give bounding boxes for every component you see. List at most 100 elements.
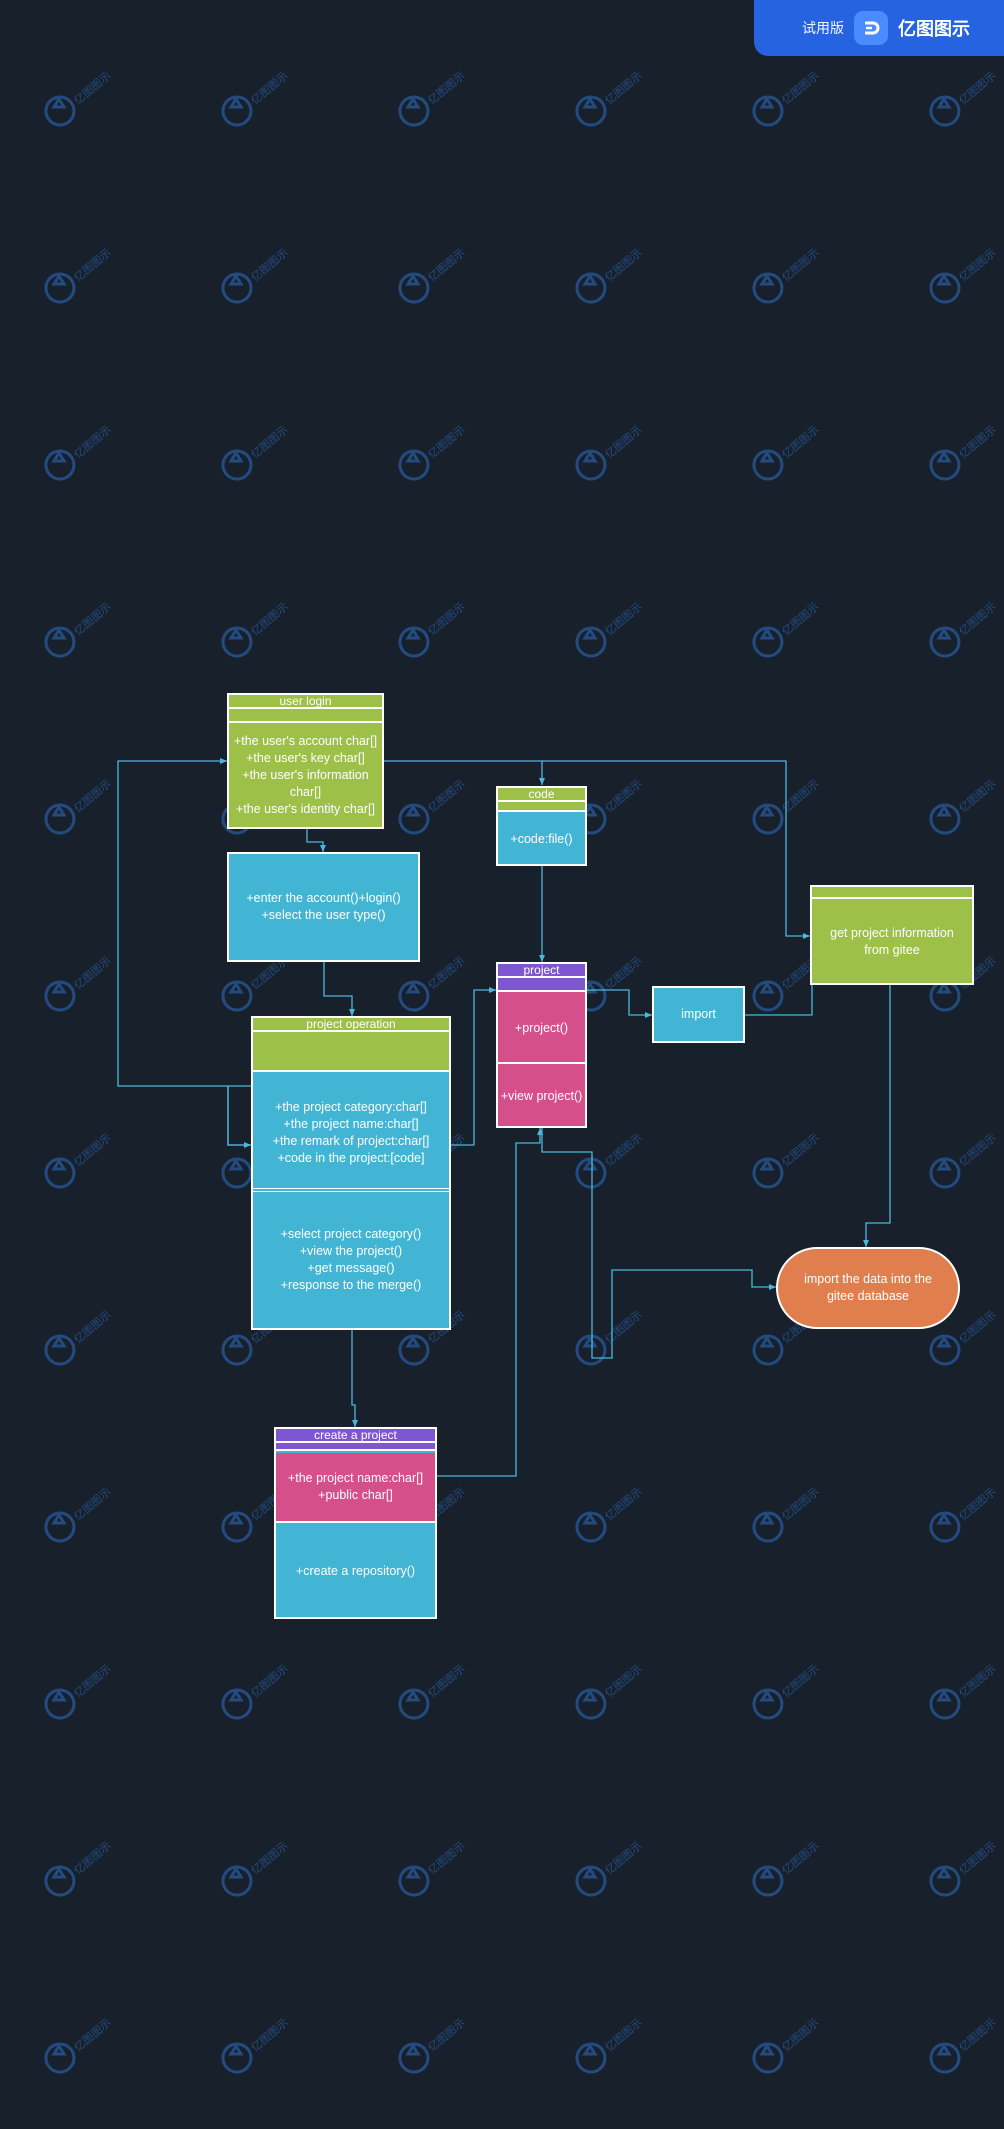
svg-text:亿图图示: 亿图图示 <box>603 777 645 815</box>
class-create-project-title: create a project <box>276 1429 435 1443</box>
class-project-operation[interactable]: project operation +the project category:… <box>251 1016 451 1330</box>
attribute: +the remark of project:char[] <box>272 1134 430 1148</box>
method: +get message() <box>307 1261 395 1275</box>
class-create-project-band <box>276 1443 435 1451</box>
svg-text:亿图图示: 亿图图示 <box>603 246 645 284</box>
watermark-icon: 亿图图示 <box>575 423 645 481</box>
svg-text:亿图图示: 亿图图示 <box>426 777 468 815</box>
watermark-icon: 亿图图示 <box>398 246 468 304</box>
connector-loop-to-operation <box>227 1086 251 1148</box>
class-create-project-attributes: +the project name:char[] +public char[] <box>276 1453 435 1523</box>
class-project-band <box>498 978 585 992</box>
watermark-icon: 亿图图示 <box>44 1308 114 1366</box>
svg-text:亿图图示: 亿图图示 <box>603 1839 645 1877</box>
class-project-title: project <box>498 964 585 978</box>
watermark-icon: 亿图图示 <box>44 954 114 1012</box>
svg-text:亿图图示: 亿图图示 <box>426 423 468 461</box>
svg-text:亿图图示: 亿图图示 <box>957 600 999 638</box>
watermark-icon: 亿图图示 <box>575 1131 645 1189</box>
watermark-icon: 亿图图示 <box>44 1839 114 1897</box>
watermark-icon: 亿图图示 <box>752 777 822 835</box>
svg-text:亿图图示: 亿图图示 <box>72 1131 114 1169</box>
watermark-icon: 亿图图示 <box>575 246 645 304</box>
svg-text:亿图图示: 亿图图示 <box>957 1131 999 1169</box>
watermark-icon: 亿图图示 <box>221 954 291 1012</box>
class-create-project[interactable]: create a project +the project name:char[… <box>274 1427 437 1619</box>
svg-text:亿图图示: 亿图图示 <box>957 777 999 815</box>
svg-text:亿图图示: 亿图图示 <box>780 246 822 284</box>
watermark-icon: 亿图图示 <box>221 246 291 304</box>
svg-text:亿图图示: 亿图图示 <box>72 1308 114 1346</box>
attribute: +the user's information char[] <box>242 767 369 799</box>
svg-text:亿图图示: 亿图图示 <box>957 1839 999 1877</box>
watermark-icon: 亿图图示 <box>44 777 114 835</box>
watermark-icon: 亿图图示 <box>575 600 645 658</box>
watermark-icon: 亿图图示 <box>575 1308 645 1366</box>
attribute: +the user's account char[] <box>233 733 378 748</box>
svg-text:亿图图示: 亿图图示 <box>72 2016 114 2054</box>
connector-login-to-code <box>384 760 545 785</box>
watermark-icon: 亿图图示 <box>929 600 999 658</box>
svg-text:亿图图示: 亿图图示 <box>249 423 291 461</box>
method: +view the project() <box>299 1244 403 1258</box>
svg-text:亿图图示: 亿图图示 <box>603 1131 645 1169</box>
attribute: +the user's identity char[] <box>236 801 375 816</box>
watermark-icon: 亿图图示 <box>398 777 468 835</box>
import-data-label: import the data into the gitee database <box>804 1272 932 1303</box>
watermark-icon: 亿图图示 <box>398 1662 468 1720</box>
svg-text:亿图图示: 亿图图示 <box>780 1839 822 1877</box>
brand-name: 亿图图示 <box>898 19 970 39</box>
svg-text:亿图图示: 亿图图示 <box>603 1308 645 1346</box>
svg-text:亿图图示: 亿图图示 <box>603 1662 645 1700</box>
get-project-info-topbar <box>812 887 972 899</box>
watermark-icon: 亿图图示 <box>44 1485 114 1543</box>
svg-text:亿图图示: 亿图图示 <box>780 2016 822 2054</box>
svg-text:亿图图示: 亿图图示 <box>426 954 468 992</box>
svg-text:亿图图示: 亿图图示 <box>426 1662 468 1700</box>
svg-text:亿图图示: 亿图图示 <box>780 600 822 638</box>
watermark-icon: 亿图图示 <box>752 69 822 127</box>
class-create-project-methods: +create a repository() <box>276 1525 435 1617</box>
class-project-operation-title: project operation <box>253 1018 449 1032</box>
svg-text:亿图图示: 亿图图示 <box>957 69 999 107</box>
svg-text:亿图图示: 亿图图示 <box>780 1131 822 1169</box>
watermark-icon: 亿图图示 <box>575 2016 645 2074</box>
get-project-info-label-wrap: get project information from gitee <box>812 901 972 983</box>
attribute: +the project name:char[] <box>287 1471 424 1485</box>
connector-login-to-methods <box>306 828 326 852</box>
watermark-icon: 亿图图示 <box>44 246 114 304</box>
svg-text:亿图图示: 亿图图示 <box>603 69 645 107</box>
watermark-icon: 亿图图示 <box>398 69 468 127</box>
watermark-icon: 亿图图示 <box>575 69 645 127</box>
watermark-icon: 亿图图示 <box>752 1662 822 1720</box>
watermark-icon: 亿图图示 <box>752 423 822 481</box>
method: +create a repository() <box>295 1563 416 1578</box>
import-data-terminal[interactable]: import the data into the gitee database <box>776 1247 960 1329</box>
svg-text:亿图图示: 亿图图示 <box>72 600 114 638</box>
trial-badge[interactable]: 试用版 亿图图示 <box>754 0 1004 56</box>
attribute: +code in the project:[code] <box>277 1151 425 1165</box>
class-project[interactable]: project +project() +view project() <box>496 962 587 1128</box>
class-code[interactable]: code +code:file() <box>496 786 587 866</box>
watermark-icon: 亿图图示 <box>398 2016 468 2074</box>
watermark-icon: 亿图图示 <box>575 1485 645 1543</box>
attribute: +public char[] <box>318 1488 393 1502</box>
svg-text:亿图图示: 亿图图示 <box>426 246 468 284</box>
svg-text:亿图图示: 亿图图示 <box>780 1485 822 1523</box>
watermark-icon: 亿图图示 <box>929 423 999 481</box>
method: +code:file() <box>510 831 573 846</box>
svg-text:亿图图示: 亿图图示 <box>426 600 468 638</box>
class-login-methods[interactable]: +enter the account()+login() +select the… <box>227 852 420 962</box>
import-box[interactable]: import <box>652 986 745 1043</box>
svg-text:亿图图示: 亿图图示 <box>249 69 291 107</box>
class-project-attributes: +project() <box>498 994 585 1064</box>
class-user-login[interactable]: user login +the user's account char[] +t… <box>227 693 384 829</box>
svg-text:亿图图示: 亿图图示 <box>249 2016 291 2054</box>
watermark-icon: 亿图图示 <box>752 600 822 658</box>
svg-text:亿图图示: 亿图图示 <box>249 246 291 284</box>
watermark-icon: 亿图图示 <box>929 1485 999 1543</box>
watermark-icon: 亿图图示 <box>221 423 291 481</box>
watermark-icon: 亿图图示 <box>44 1131 114 1189</box>
get-project-info-box[interactable]: get project information from gitee <box>810 885 974 985</box>
